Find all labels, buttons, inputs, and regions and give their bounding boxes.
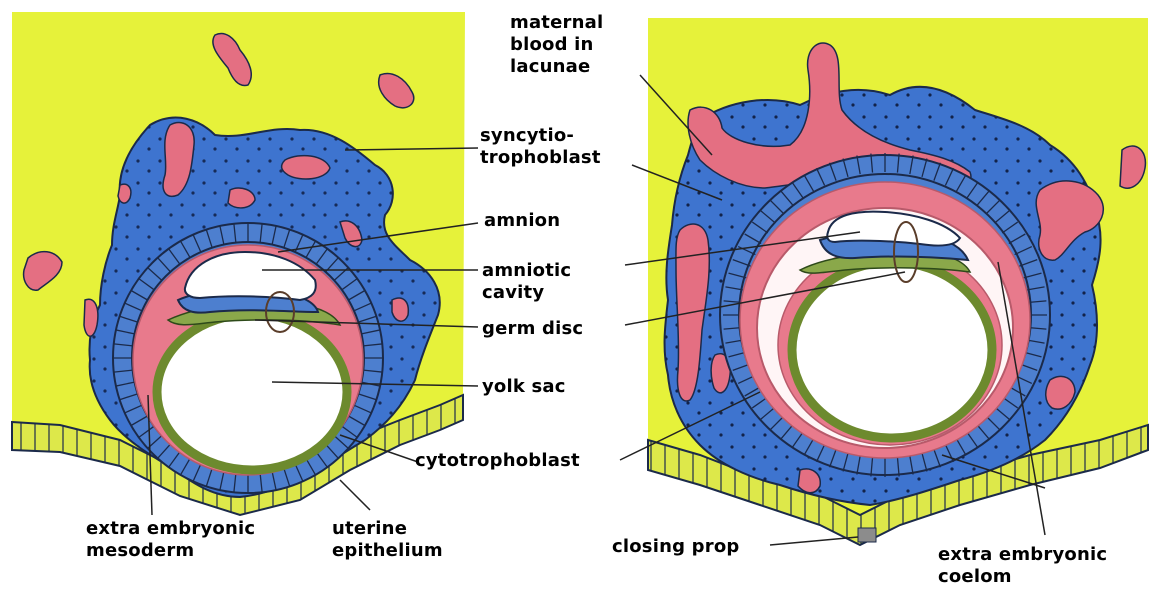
label-maternal-blood: maternal blood in lacunae — [510, 12, 603, 78]
leader-closing-prop — [770, 537, 858, 545]
label-amnion: amnion — [484, 210, 560, 232]
closing-prop-plug — [858, 528, 876, 542]
label-coelom-line2: coelom — [938, 566, 1107, 588]
label-maternal-blood-line1: maternal — [510, 12, 603, 34]
label-amniotic-line2: cavity — [482, 282, 571, 304]
left-yolk-sac — [157, 314, 347, 470]
label-maternal-blood-line3: lacunae — [510, 56, 603, 78]
label-closing-prop: closing prop — [612, 536, 739, 558]
label-extra-embryonic-coelom: extra embryonic coelom — [938, 544, 1107, 588]
late-implantation-figure — [648, 18, 1148, 545]
label-mesoderm-line2: mesoderm — [86, 540, 255, 562]
label-mesoderm-line1: extra embryonic — [86, 518, 255, 540]
label-cytotrophoblast: cytotrophoblast — [415, 450, 580, 472]
label-amniotic-line1: amniotic — [482, 260, 571, 282]
label-syncytio-line1: syncytio- — [480, 125, 601, 147]
label-extra-embryonic-mesoderm: extra embryonic mesoderm — [86, 518, 255, 562]
label-uterine-epithelium: uterine epithelium — [332, 518, 443, 562]
label-yolk-sac: yolk sac — [482, 376, 566, 398]
label-epithelium-line1: uterine — [332, 518, 443, 540]
label-syncytio-line2: trophoblast — [480, 147, 601, 169]
label-epithelium-line2: epithelium — [332, 540, 443, 562]
label-germ-disc: germ disc — [482, 318, 583, 340]
label-maternal-blood-line2: blood in — [510, 34, 603, 56]
early-implantation-figure — [12, 12, 465, 515]
label-syncytiotrophoblast: syncytio- trophoblast — [480, 125, 601, 169]
leader-epithelium — [340, 480, 370, 510]
label-coelom-line1: extra embryonic — [938, 544, 1107, 566]
label-amniotic-cavity: amniotic cavity — [482, 260, 571, 304]
